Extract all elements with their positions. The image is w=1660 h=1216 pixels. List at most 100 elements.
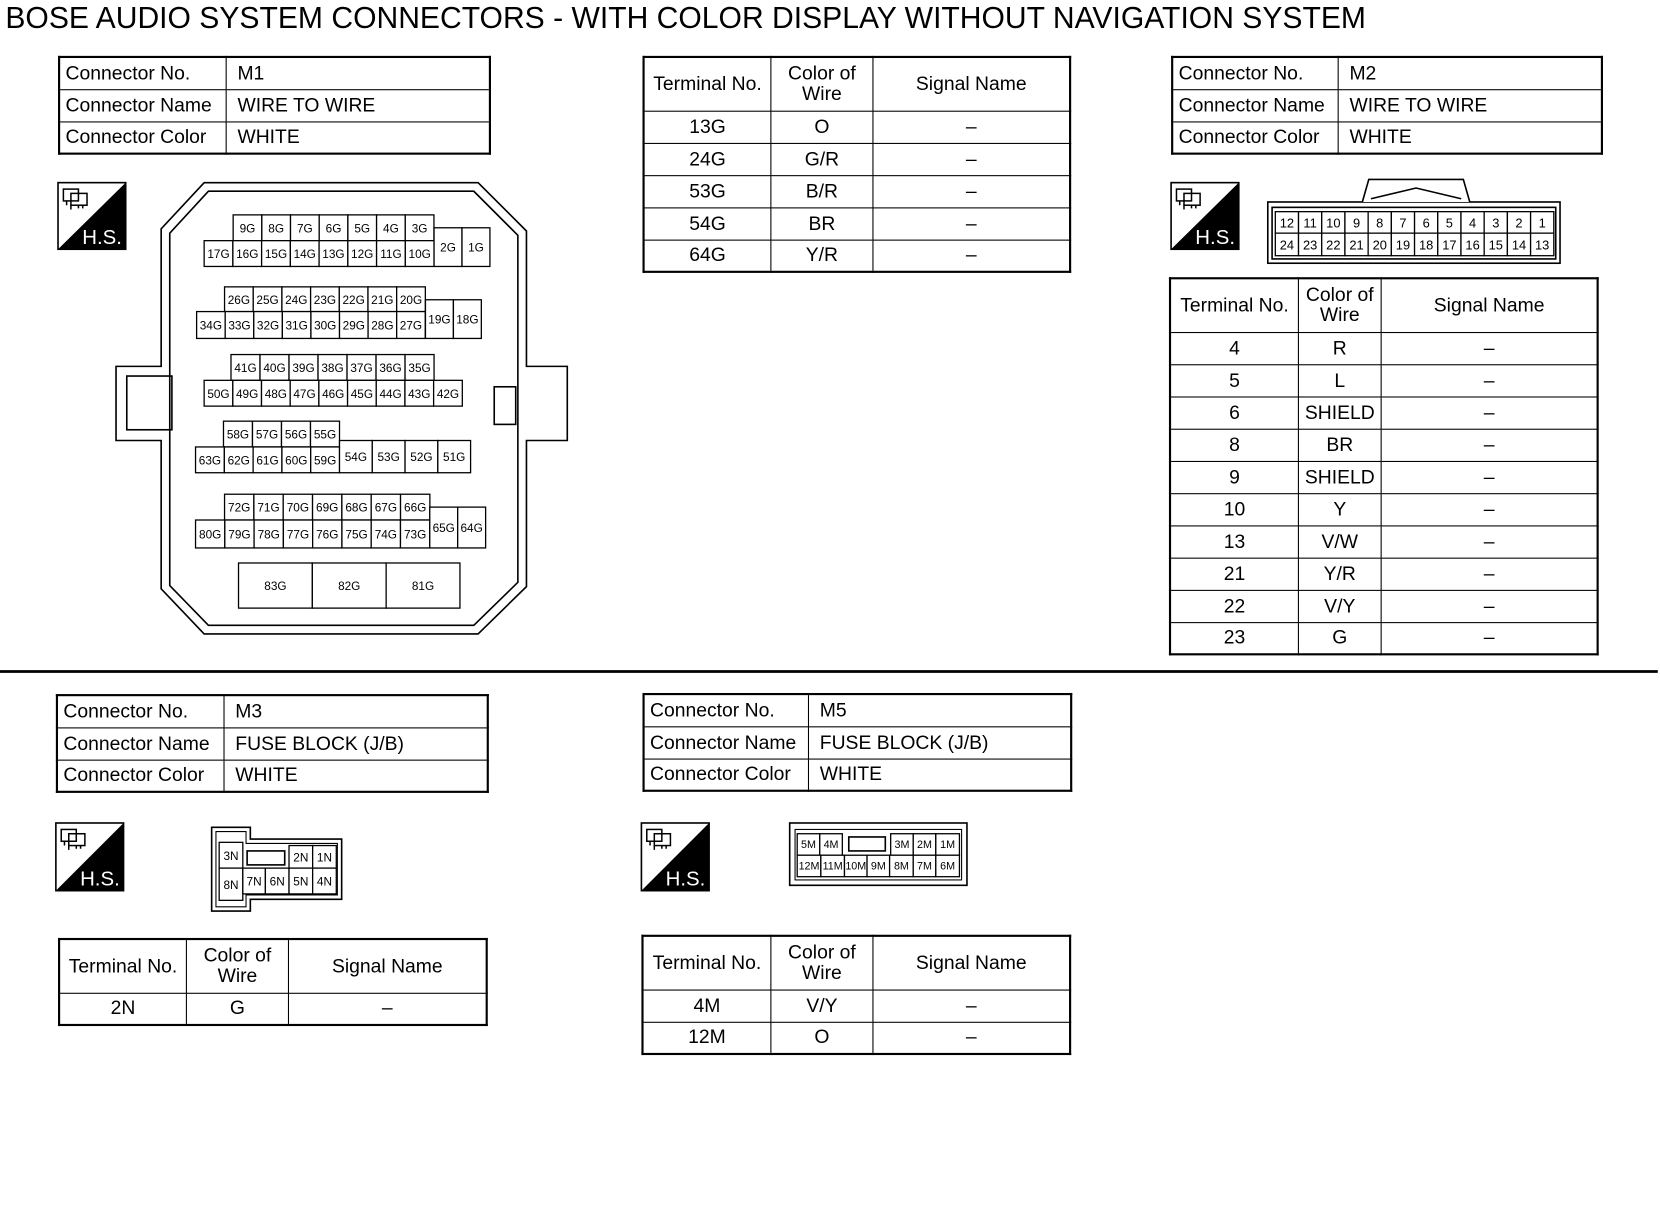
terminal-no-cell: 9 (1169, 460, 1299, 494)
m5-housing-inner (794, 828, 963, 881)
m2-lock-tab (1361, 178, 1471, 203)
cavity-label: 3 (1492, 215, 1499, 230)
cavity-label: 11 (1303, 215, 1316, 230)
connector-name-value: WIRE TO WIRE (225, 88, 491, 122)
connector-color-value: WHITE (807, 757, 1072, 792)
cavity-label: 1M (940, 839, 955, 851)
cavity-outline (452, 299, 482, 340)
cavity-outline (432, 379, 463, 407)
m1-left-latch (125, 375, 173, 431)
terminal-no-cell: 54G (643, 206, 772, 241)
cavity-outline (312, 867, 337, 895)
cavity-outline (318, 214, 349, 242)
harness-side-label: H.S. (82, 227, 122, 249)
terminal-no-cell: 4 (1169, 331, 1299, 365)
cavity-label: 15G (265, 247, 287, 261)
cavity-outline (341, 519, 372, 549)
cavity-label: 52G (410, 450, 432, 464)
connector-color-value: WHITE (225, 120, 491, 155)
signal-name-cell: – (872, 142, 1071, 176)
icon-black-triangle (55, 822, 124, 891)
cavity-label: 25G (256, 293, 278, 307)
cavity-label: 8 (1376, 215, 1383, 230)
wire-color-cell: G (1297, 621, 1382, 655)
m2-connector-face (1266, 178, 1561, 265)
connector-color-row: Connector Color WHITE (58, 120, 491, 155)
connector-no-row: Connector No. M5 (643, 693, 1072, 727)
cavity-label: 31G (285, 319, 307, 333)
cavity-label: 20 (1373, 237, 1387, 252)
cavity-outline (203, 379, 234, 407)
connector-name-value: FUSE BLOCK (J/B) (807, 725, 1072, 760)
connector-no-value: M2 (1337, 56, 1603, 90)
cavity-outline (318, 240, 349, 268)
wire-color-cell: G (185, 992, 290, 1026)
signal-name-cell: – (1380, 395, 1599, 430)
connector-pictogram (60, 828, 86, 850)
m2-housing-inner (1271, 206, 1557, 260)
m2-lock-ramp (1370, 187, 1462, 200)
cavity-label: 68G (345, 501, 367, 515)
cavity-outline (404, 353, 435, 381)
m5-housing-outline (788, 822, 968, 887)
connector-no-value: M3 (223, 694, 489, 728)
signal-name-cell: – (1380, 363, 1599, 397)
terminal-no-cell: 24G (643, 142, 772, 176)
terminal-table-header: Terminal No. Color of Wire Signal Name (58, 938, 488, 994)
signal-name-cell: – (287, 992, 488, 1026)
harness-side-icon: H.S. (640, 822, 710, 892)
cavity-label: 3M (894, 839, 909, 851)
cavity-label: 12M (799, 861, 820, 873)
cavity-label: 80G (199, 528, 221, 542)
terminal-no-header: Terminal No. (1169, 277, 1299, 333)
cavity-label: 42G (437, 387, 459, 401)
cavity-label: 12G (351, 247, 373, 261)
cavity-label: 44G (379, 387, 401, 401)
cavity-outline (935, 854, 961, 878)
cavity-outline (312, 519, 343, 549)
cavity-label: 1G (468, 241, 484, 255)
connector-name-row: Connector Name FUSE BLOCK (J/B) (56, 726, 489, 761)
wire-color-cell: Y (1297, 492, 1382, 526)
cavity-outline (194, 519, 226, 549)
cavity-label: 4 (1469, 215, 1476, 230)
signal-name-cell: – (1380, 524, 1599, 559)
m2-connector-info: Connector No. M2 Connector Name WIRE TO … (1171, 55, 1604, 155)
signal-name-header: Signal Name (287, 938, 488, 994)
cavity-label: 7 (1399, 215, 1406, 230)
cavity-label: 11G (380, 247, 401, 261)
cavity-label: 54G (345, 450, 367, 464)
wire-color-header: Color of Wire (770, 935, 874, 991)
cavity-label: 66G (404, 501, 426, 515)
cavity-label: 21 (1349, 237, 1363, 252)
cavity-outline (253, 310, 283, 340)
terminal-no-cell: 2N (58, 992, 187, 1026)
signal-name-cell: – (872, 1021, 1071, 1055)
terminal-no-cell: 4M (641, 988, 772, 1023)
cavity-label: 63G (199, 453, 221, 467)
icon-black-triangle (1171, 182, 1239, 250)
m2-terminal-table: Terminal No. Color of Wire Signal Name 4… (1168, 277, 1599, 656)
cavity-outline (253, 493, 284, 521)
cavity-outline (311, 562, 387, 609)
cavity-label: 67G (375, 501, 397, 515)
cavity-label: 2M (917, 839, 932, 851)
cavity-label: 5M (801, 839, 816, 851)
cavity-outline (232, 240, 263, 268)
m5-blank-slot (847, 836, 887, 852)
cavity-outline (237, 562, 313, 609)
cavity-label: 55G (314, 428, 336, 442)
cavity-label: 32G (257, 319, 279, 333)
terminal-no-cell: 13G (643, 110, 772, 144)
cavity-label: 2G (440, 241, 456, 255)
terminal-no-cell: 22 (1169, 589, 1299, 623)
connector-pictogram (1175, 188, 1201, 210)
cavity-label: 77G (287, 528, 309, 542)
connector-no-row: Connector No. M1 (58, 56, 491, 90)
